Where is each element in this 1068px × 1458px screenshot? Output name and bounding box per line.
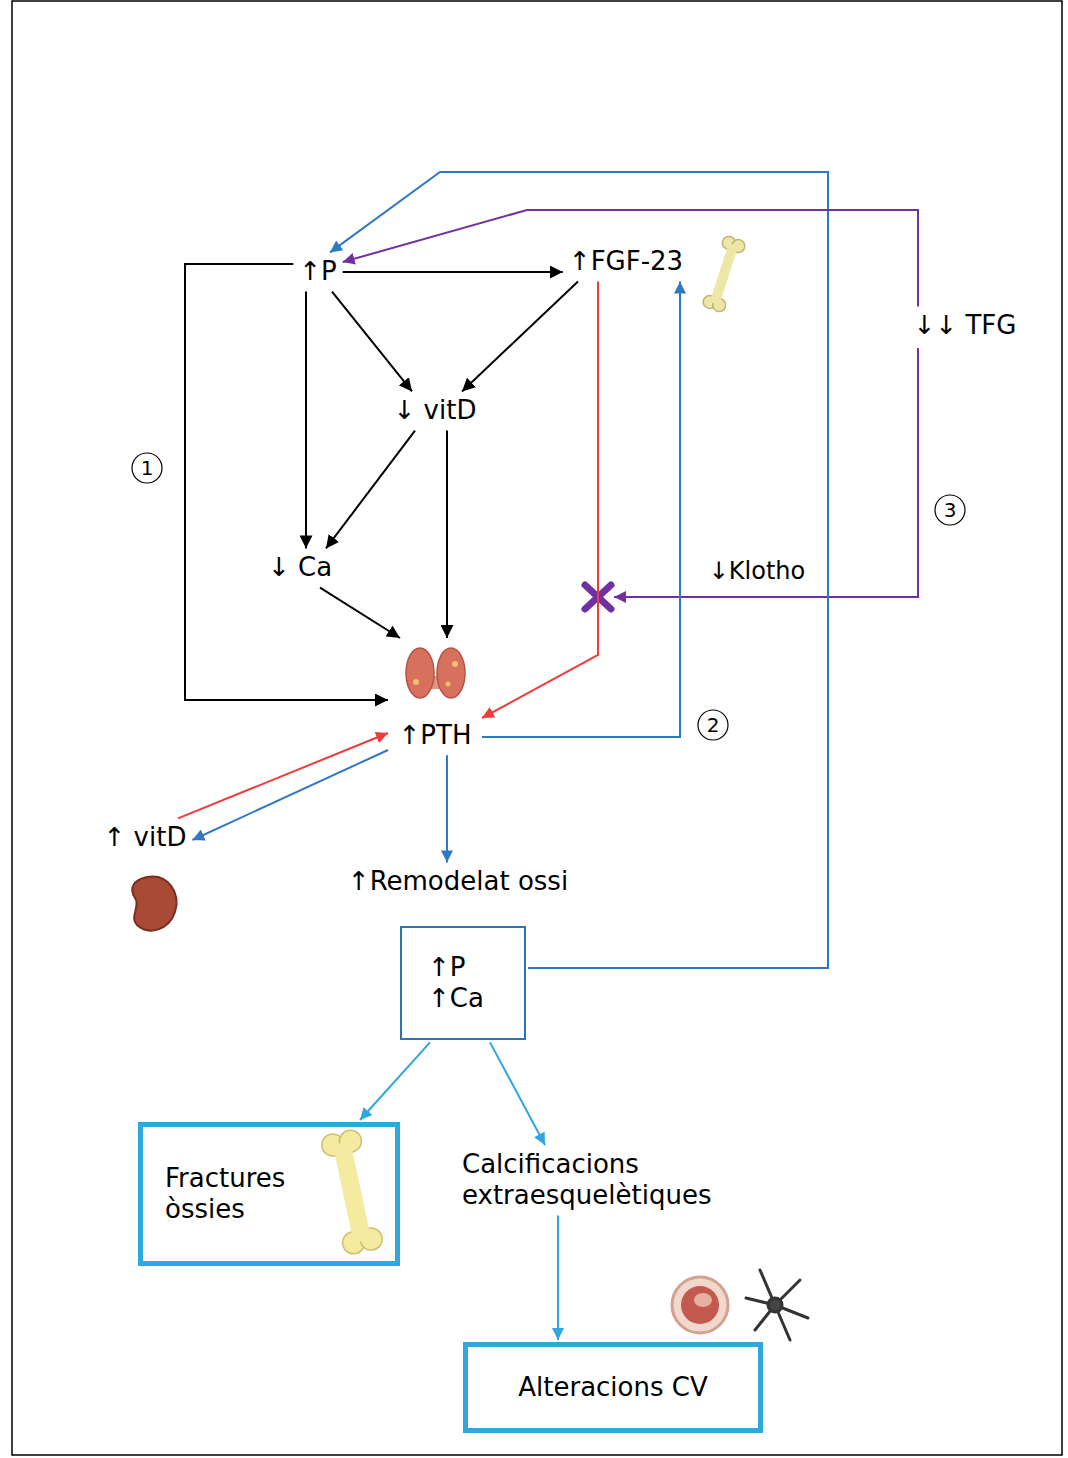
concept-node: ↑P [295, 254, 340, 289]
node-text: ↑P [299, 256, 336, 287]
callout-number: 2 [707, 714, 720, 737]
outcome-box: Alteracions CV [463, 1342, 763, 1433]
arrow-connector [482, 282, 598, 718]
callout-number: 1 [141, 457, 154, 480]
klotho-arrow [614, 348, 918, 597]
node-text: ↑P ↑Ca [428, 952, 498, 1014]
callout-circle [698, 710, 728, 740]
concept-node: ↓ Ca [264, 550, 336, 585]
arrow-connector [330, 172, 828, 968]
arrow-connector [343, 210, 918, 306]
arrow-connector [326, 431, 415, 549]
arrow-connector [482, 282, 680, 737]
concept-node: ↑ vitD [100, 820, 191, 855]
node-text: ↑PTH [396, 720, 474, 751]
concept-node: Calcificacions extraesquelètiques [460, 1147, 764, 1213]
callout-circle [132, 453, 162, 483]
node-text: Fractures òssies [165, 1163, 315, 1225]
arrow-connector [462, 282, 578, 392]
node-text: ↓ vitD [394, 395, 477, 426]
concept-node: ↓ vitD [390, 393, 481, 428]
node-text: ↑Remodelat ossi [348, 866, 568, 897]
arrow-connector [446, 431, 448, 638]
frame [12, 1, 1062, 1455]
concept-node: ↑FGF-23 [565, 244, 687, 279]
thyroid-icon [406, 648, 465, 698]
node-text: ↓↓ TFG [914, 310, 1017, 341]
node-text: ↑ vitD [104, 822, 187, 853]
arrow-connector [557, 1215, 559, 1340]
bone-icon [701, 235, 746, 313]
node-text: ↑FGF-23 [569, 246, 683, 277]
concept-node: ↑PTH [390, 640, 480, 753]
arrow-connector [446, 755, 448, 862]
node-text: ↓ Ca [268, 552, 332, 583]
arrow-connector [305, 292, 307, 549]
artery-icon [672, 1277, 728, 1333]
arrow-connector [332, 292, 412, 392]
callout-number: 3 [944, 499, 957, 522]
arrow-label: ↓Klotho [709, 558, 806, 586]
arrow-connector [343, 271, 563, 273]
neuron-icon [746, 1270, 808, 1340]
callout-circle [935, 495, 965, 525]
kidney-icon [132, 876, 176, 930]
arrow-connector [192, 750, 388, 840]
arrow-connector [490, 1042, 545, 1145]
concept-node: ↓↓ TFG [910, 308, 1021, 343]
outlined-box: ↑P ↑Ca [400, 926, 526, 1040]
node-text: Alteracions CV [476, 1372, 750, 1403]
arrow-connector [320, 588, 400, 638]
bone-icon [320, 1128, 384, 1256]
arrow-connector [178, 733, 388, 818]
outcome-box: Fractures òssies [138, 1122, 400, 1266]
arrow-connector [360, 1042, 430, 1120]
node-text: Calcificacions extraesquelètiques [462, 1149, 762, 1211]
concept-node: ↑Remodelat ossi [344, 864, 572, 899]
arrow-connector [185, 264, 388, 700]
